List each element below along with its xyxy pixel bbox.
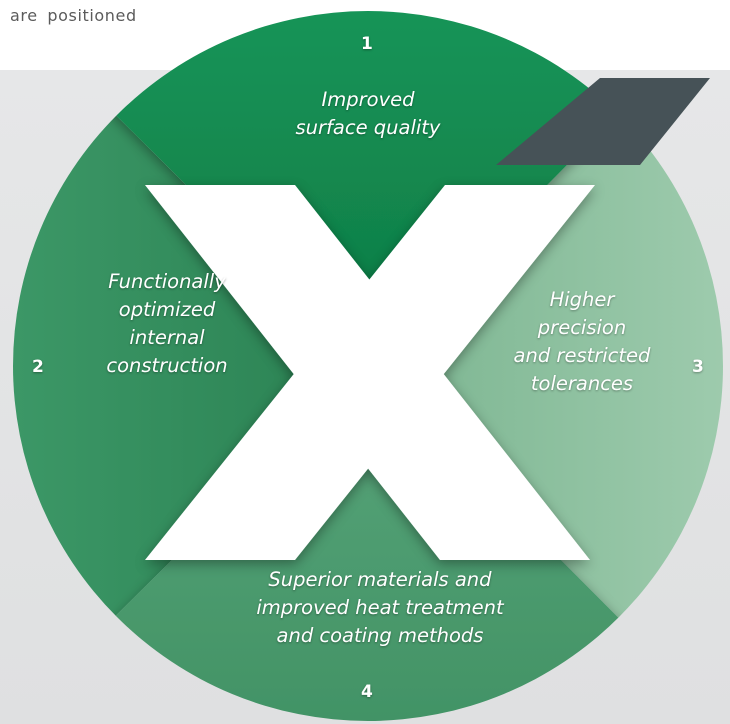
segment-label-2-line-1: Functionally (108, 270, 226, 293)
segment-number-1: 1 (361, 34, 373, 54)
segment-label-3-line-4: tolerances (530, 372, 634, 395)
segment-label-2-line-2: optimized (118, 298, 216, 321)
segment-label-2-line-3: internal (129, 326, 205, 349)
dark-accent-shape (496, 78, 710, 165)
segment-label-4: Superior materials and improved heat tre… (240, 566, 520, 650)
segment-label-2-line-4: construction (106, 354, 228, 377)
segment-number-3: 3 (692, 357, 704, 377)
segment-number-2: 2 (32, 357, 44, 377)
segment-label-3-line-3: and restricted (513, 344, 651, 367)
segment-label-4-line-2: improved heat treatment (256, 596, 504, 619)
segment-label-4-line-3: and coating methods (276, 624, 484, 647)
x-mark (145, 185, 595, 560)
intro-text-fragment: are positioned (10, 6, 137, 25)
segment-label-4-line-1: Superior materials and (268, 568, 492, 591)
segment-label-3-line-2: precision (537, 316, 627, 339)
segment-right (368, 11, 723, 721)
segment-label-2: Functionally optimized internal construc… (62, 268, 272, 380)
segment-label-1: Improved surface quality (268, 86, 468, 142)
segment-label-3-line-1: Higher (549, 288, 615, 311)
segment-label-1-line-2: surface quality (295, 116, 441, 139)
segment-label-3: Higher precision and restricted toleranc… (482, 286, 682, 398)
segment-label-1-line-1: Improved (321, 88, 415, 111)
segment-number-4: 4 (361, 682, 373, 702)
